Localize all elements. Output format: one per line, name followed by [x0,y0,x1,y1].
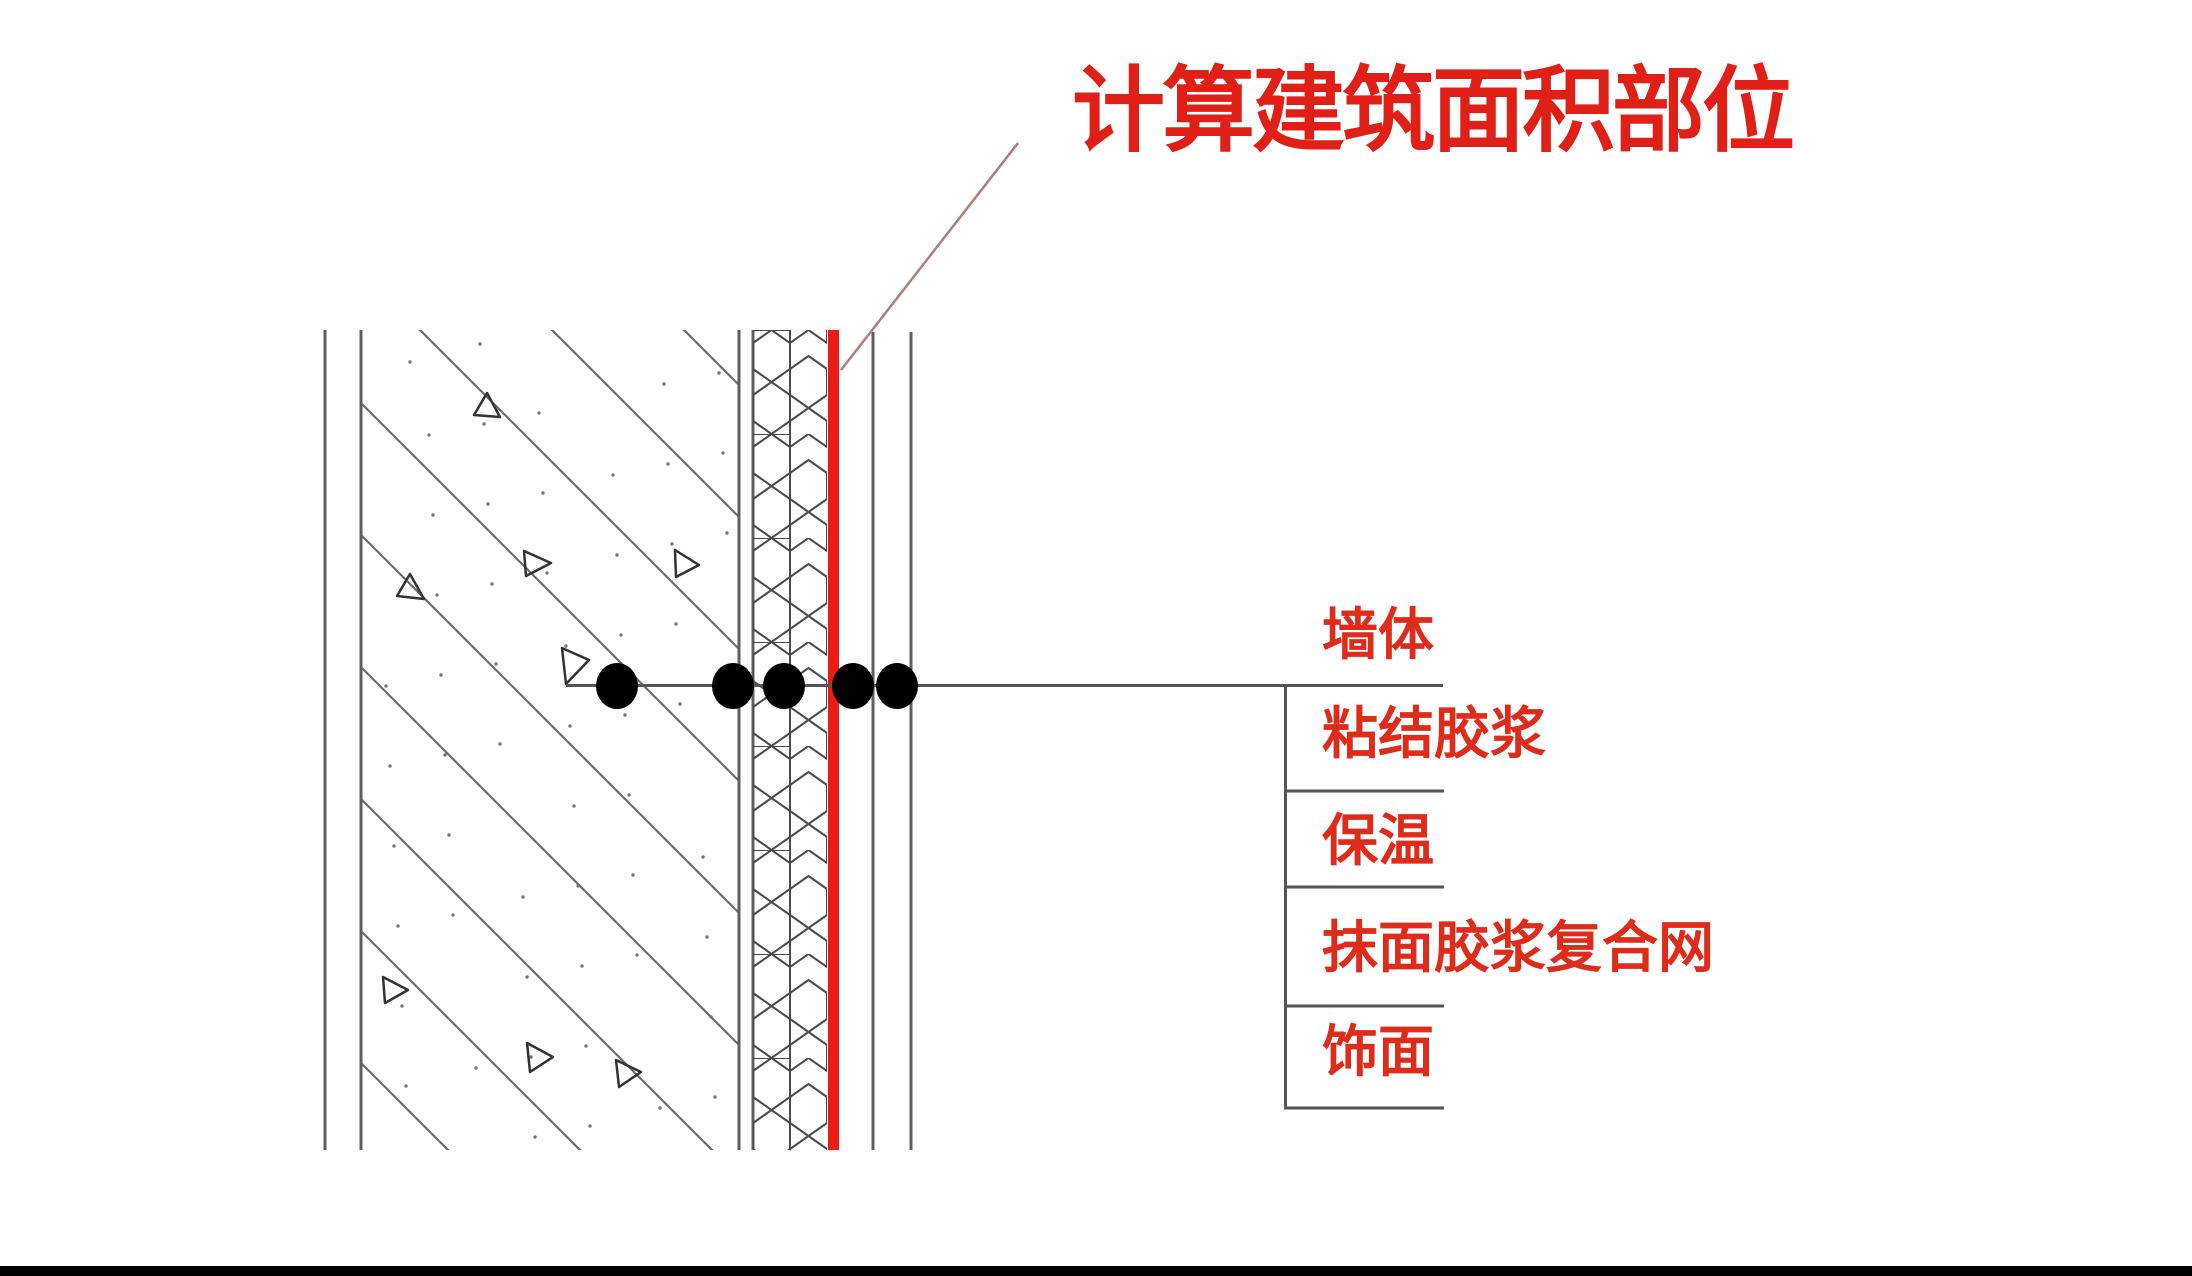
speckle [404,1084,408,1088]
speckle [451,913,455,917]
speckle [521,895,525,899]
speckle [678,702,682,706]
speckle [541,491,545,495]
speckle [537,411,541,415]
speckle [701,855,705,859]
speckle [478,342,482,346]
layer-label-finish: 饰面 [1322,1020,1434,1083]
speckle [431,513,435,517]
bottom-black-bar [0,1266,2192,1276]
speckle [670,542,674,546]
speckle [635,953,639,957]
speckle [658,1106,662,1110]
speckle [529,1055,533,1059]
speckle [533,1135,537,1139]
leader-dots [596,663,918,709]
speckle [400,1004,404,1008]
leader-dot [876,663,918,709]
speckle [498,742,502,746]
speckle [494,662,498,666]
speckle [631,873,635,877]
speckle [490,582,494,586]
diagram-title: 计算建筑面积部位 [1072,59,1795,163]
speckle [572,804,576,808]
speckle [709,1015,713,1019]
layer-label-insulation: 保温 [1322,809,1434,872]
speckle [474,1066,478,1070]
layer-label-render-mesh: 抹面胶浆复合网 [1322,916,1714,979]
speckle [721,451,725,455]
speckle [627,793,631,797]
speckle [439,673,443,677]
speckle [443,753,447,757]
speckle [396,924,400,928]
layer-label-bonding-mortar: 粘结胶浆 [1322,702,1546,765]
aggregate-triangles [381,391,701,1089]
speckle [666,462,670,466]
speckle [588,1124,592,1128]
speckle [486,502,490,506]
speckle [611,473,615,477]
speckle [576,884,580,888]
title-leader-line [840,142,1019,371]
leader-dot [596,663,638,709]
speckle [584,1044,588,1048]
speckle [568,724,572,728]
speckle [615,553,619,557]
outer-layer-lines [871,332,913,1150]
wall-face-lines [323,330,363,1150]
speckle [427,433,431,437]
speckle [482,422,486,426]
bonding-mortar-lines [737,330,755,1150]
speckle [525,975,529,979]
speckle [447,833,451,837]
speckle [725,531,729,535]
leader-dot [763,663,805,709]
leader-dot [712,663,754,709]
speckle [705,935,709,939]
speckle [580,964,584,968]
insulation-honeycomb [753,330,827,1150]
speckle [623,713,627,717]
speckle [545,571,549,575]
label-bracket [1284,684,1444,1110]
speckle [388,764,392,768]
leader-dot [832,663,874,709]
speckle [435,593,439,597]
red-boundary-line [828,330,839,1150]
speckle [564,644,568,648]
concrete-speckles [384,342,729,1139]
speckle [674,622,678,626]
speckle [392,844,396,848]
speckle [384,684,388,688]
speckle [662,382,666,386]
speckle [408,360,412,364]
speckle [619,633,623,637]
speckle [713,1095,717,1099]
speckle [717,371,721,375]
layer-label-wall: 墙体 [1322,603,1434,666]
